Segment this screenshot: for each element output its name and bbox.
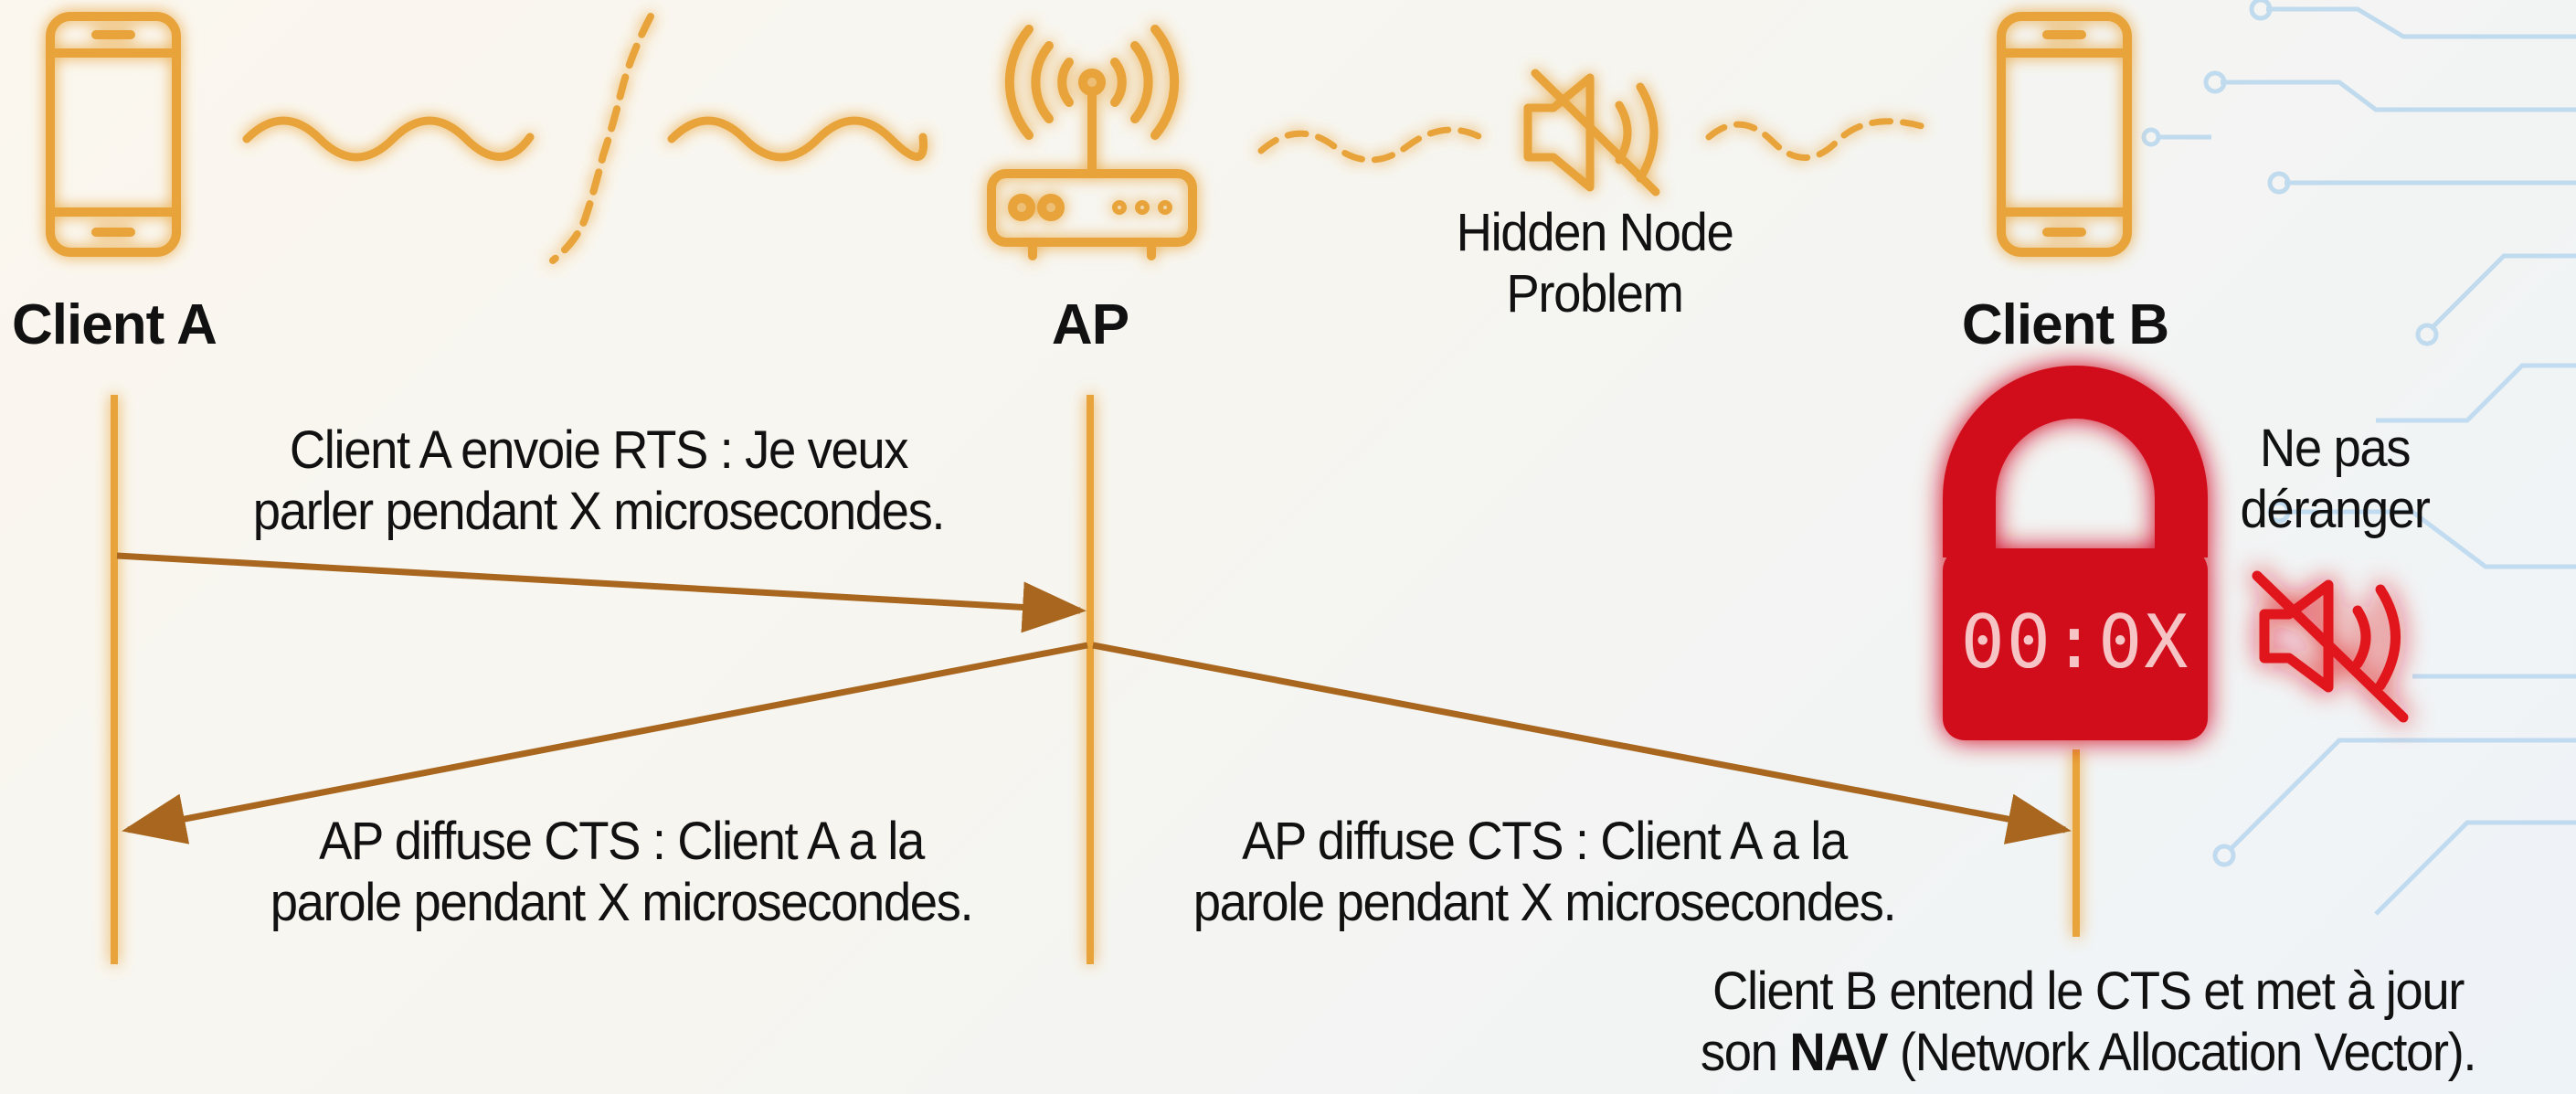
dnd-line2: déranger <box>2240 479 2431 539</box>
hidden-node-line2: Problem <box>1506 263 1684 324</box>
client-a-label: Client A <box>12 293 217 356</box>
hidden-node-line1: Hidden Node <box>1456 203 1734 262</box>
cts-arrow-to-a <box>122 642 1088 844</box>
nav-note: Client B entend le CTS et met à jour son… <box>1638 961 2539 1083</box>
obstacle-wall <box>549 13 654 264</box>
rts-line1: Client A envoie RTS : Je veux <box>289 420 909 480</box>
lock-icon <box>1943 366 2208 740</box>
nav-note-line2: son NAV (Network Allocation Vector). <box>1638 1023 2539 1084</box>
cts-a-line2: parole pendant X microsecondes. <box>270 872 974 932</box>
timelines <box>111 395 2080 964</box>
cts-to-a-label: AP diffuse CTS : Client A a la parole pe… <box>222 812 1021 933</box>
speaker-mute-red-icon <box>2252 570 2409 723</box>
circuit-decoration <box>2141 0 2576 916</box>
do-not-disturb-label: Ne pas déranger <box>2219 419 2451 540</box>
lock-timer-display: 00:0X <box>1960 600 2190 685</box>
message-arrows <box>116 552 2072 844</box>
nav-note-line1: Client B entend le CTS et met à jour <box>1712 961 2465 1021</box>
cts-b-line2: parole pendant X microsecondes. <box>1193 872 1897 932</box>
nav-acronym: NAV <box>1789 1022 1888 1082</box>
client-b-phone-icon <box>1997 12 2132 257</box>
rts-arrow <box>116 552 1087 633</box>
speaker-mute-icon <box>1523 69 1660 196</box>
cts-a-line1: AP diffuse CTS : Client A a la <box>319 812 925 871</box>
router-icon <box>987 25 1197 260</box>
nav-prefix: son <box>1700 1022 1790 1082</box>
cts-to-b-label: AP diffuse CTS : Client A a la parole pe… <box>1145 812 1944 933</box>
dnd-line1: Ne pas <box>2259 419 2412 478</box>
client-b-label: Client B <box>1961 293 2169 356</box>
ap-label: AP <box>1051 293 1129 356</box>
cts-arrow-to-b <box>1092 642 2072 844</box>
rts-line2: parler pendant X microsecondes. <box>252 481 946 541</box>
signal-waves-a-to-ap <box>242 116 928 162</box>
signal-waves-ap-to-b <box>1257 118 1932 164</box>
cts-b-line1: AP diffuse CTS : Client A a la <box>1242 812 1848 871</box>
hidden-node-label: Hidden Node Problem <box>1410 203 1779 324</box>
nav-suffix: (Network Allocation Vector). <box>1887 1022 2477 1082</box>
rts-message-label: Client A envoie RTS : Je veux parler pen… <box>191 420 1007 542</box>
client-a-phone-icon <box>46 12 181 257</box>
